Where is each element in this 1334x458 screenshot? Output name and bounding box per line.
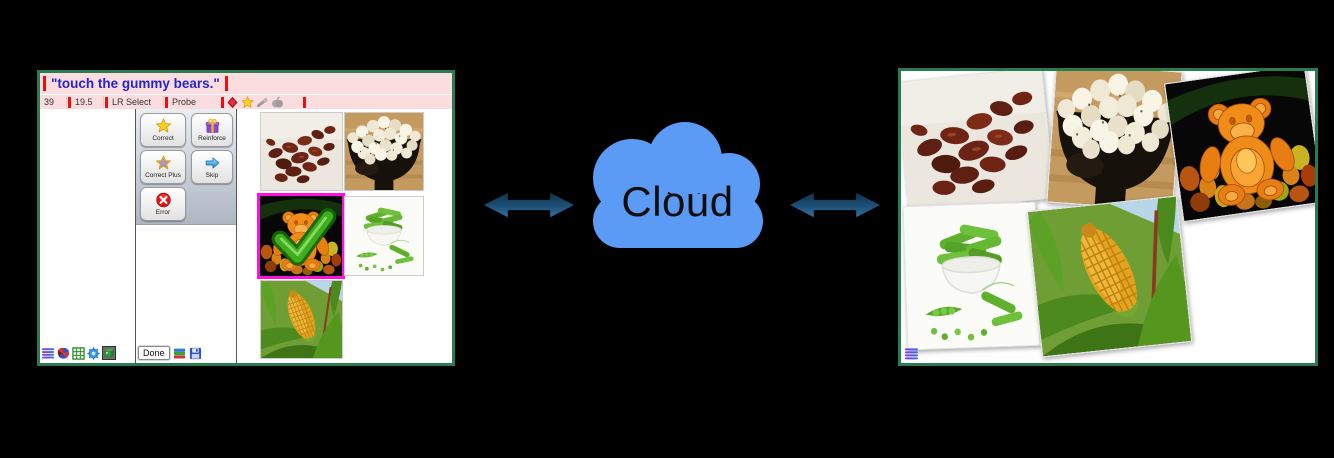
marker-bar — [68, 96, 71, 108]
skip-button[interactable]: Skip — [191, 150, 233, 184]
student-app-window — [898, 68, 1318, 366]
menu-lines-icon[interactable] — [904, 348, 920, 360]
status-toolbar: 39 19.5 LR Select Probe — [40, 95, 452, 109]
stimulus-gummy-bears[interactable] — [1163, 71, 1315, 223]
tool-strip — [42, 346, 116, 360]
stimulus-corn[interactable] — [260, 280, 343, 359]
marker-bar — [43, 76, 46, 91]
cloud-label: Cloud — [621, 178, 734, 226]
sync-arrow-left — [483, 190, 575, 220]
button-label: Skip — [205, 172, 219, 179]
marker-bar — [303, 96, 306, 108]
marker-bar — [224, 76, 228, 91]
star-icon[interactable] — [241, 95, 254, 109]
cloud-graphic — [593, 122, 763, 248]
stimulus-corn[interactable] — [1026, 195, 1193, 358]
response-column: Correct Reinforce Correct Plus Skip — [135, 109, 237, 363]
stimulus-popcorn[interactable] — [344, 112, 424, 191]
instruction-bar: "touch the gummy bears." — [40, 73, 452, 95]
error-x-icon — [155, 192, 172, 208]
dropper-icon[interactable] — [256, 96, 269, 109]
button-label: Correct Plus — [145, 172, 181, 179]
layers-icon[interactable] — [173, 347, 186, 360]
pinwheel-icon[interactable] — [57, 347, 70, 360]
trial-number: 39 — [41, 96, 67, 108]
response-panel: Correct Reinforce Correct Plus Skip — [136, 109, 236, 225]
done-row: Done — [137, 345, 202, 361]
stimulus-popcorn[interactable] — [1046, 71, 1183, 212]
cloud-shape: Cloud — [575, 118, 780, 250]
marker-bar — [165, 96, 168, 108]
stimulus-peas[interactable] — [902, 201, 1041, 351]
arrow-right-icon — [204, 155, 221, 171]
therapist-app-window: "touch the gummy bears." 39 19.5 LR Sele… — [37, 70, 455, 366]
phase-name: Probe — [169, 96, 220, 108]
stimulus-raisins[interactable] — [260, 112, 343, 191]
stimulus-gummy-bears-selected[interactable] — [257, 193, 345, 279]
error-button[interactable]: Error — [140, 187, 186, 221]
stimulus-peas[interactable] — [344, 196, 424, 276]
gift-icon — [204, 118, 221, 134]
gear-icon[interactable] — [87, 346, 100, 360]
reinforce-button[interactable]: Reinforce — [191, 113, 233, 147]
score-value: 19.5 — [72, 96, 104, 108]
button-label: Error — [155, 209, 171, 216]
grid-icon[interactable] — [72, 346, 85, 360]
correct-checkmark-icon — [265, 201, 337, 271]
sync-arrow-right — [789, 190, 881, 220]
menu-lines-icon[interactable] — [42, 347, 55, 360]
save-icon[interactable] — [189, 347, 202, 360]
student-app-body — [901, 71, 1315, 363]
correct-plus-button[interactable]: Correct Plus — [140, 150, 186, 184]
program-name: LR Select — [109, 96, 164, 108]
apple-icon[interactable] — [271, 96, 284, 109]
marker-bar — [105, 96, 108, 108]
stimulus-raisins[interactable] — [901, 71, 1056, 214]
button-label: Reinforce — [198, 135, 226, 142]
button-label: Correct — [152, 135, 174, 142]
star-icon — [155, 118, 172, 134]
correct-button[interactable]: Correct — [140, 113, 186, 147]
cube-tool-icon[interactable] — [102, 346, 116, 360]
instruction-text: "touch the gummy bears." — [51, 76, 220, 91]
diamond-icon[interactable] — [226, 96, 239, 109]
star-plus-icon — [155, 155, 172, 171]
done-button[interactable]: Done — [137, 345, 171, 361]
therapist-app-body: "touch the gummy bears." 39 19.5 LR Sele… — [40, 73, 452, 363]
marker-bar — [221, 96, 224, 108]
